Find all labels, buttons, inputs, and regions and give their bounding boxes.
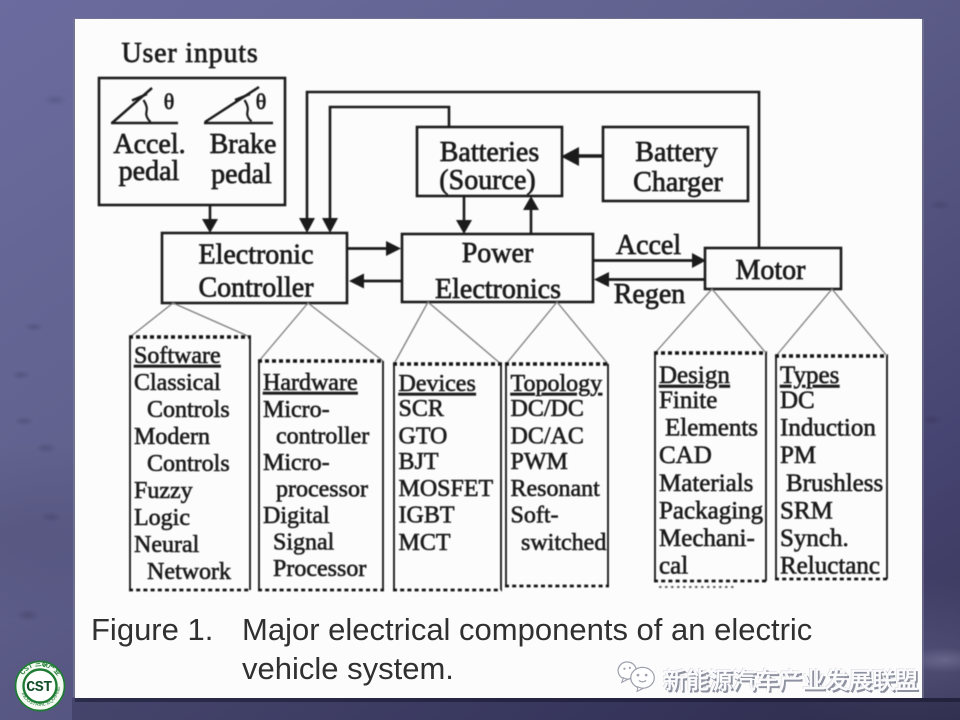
svg-text:Controls: Controls bbox=[147, 451, 230, 477]
svg-text:Hardware: Hardware bbox=[263, 370, 358, 396]
svg-text:Soft-: Soft- bbox=[511, 503, 559, 529]
svg-text:Charger: Charger bbox=[633, 167, 723, 198]
svg-text:Micro-: Micro- bbox=[263, 450, 330, 476]
svg-text:Software: Software bbox=[134, 343, 221, 369]
svg-text:IGBT: IGBT bbox=[399, 503, 455, 529]
svg-text:pedal: pedal bbox=[119, 156, 180, 187]
svg-text:Topology: Topology bbox=[511, 371, 603, 397]
svg-text:Neural: Neural bbox=[134, 532, 200, 558]
svg-text:Signal: Signal bbox=[273, 530, 335, 556]
svg-text:Network: Network bbox=[147, 559, 231, 585]
svg-text:Types: Types bbox=[780, 362, 839, 389]
svg-text:CST: CST bbox=[26, 679, 52, 696]
svg-text:MOSFET: MOSFET bbox=[399, 476, 494, 502]
svg-text:Reluctanc: Reluctanc bbox=[780, 553, 880, 580]
svg-text:Electronic: Electronic bbox=[198, 240, 313, 271]
svg-text:PWM: PWM bbox=[511, 449, 568, 475]
svg-text:Regen: Regen bbox=[614, 279, 686, 310]
svg-text:Batteries: Batteries bbox=[440, 137, 540, 168]
svg-text:Materials: Materials bbox=[659, 470, 753, 497]
svg-text:Synch.: Synch. bbox=[780, 525, 849, 552]
svg-text:Packaging: Packaging bbox=[659, 497, 764, 524]
svg-text:Electronics: Electronics bbox=[435, 274, 561, 305]
svg-text:Devices: Devices bbox=[399, 371, 476, 397]
svg-text:BJT: BJT bbox=[399, 449, 439, 475]
svg-text:Resonant: Resonant bbox=[511, 476, 601, 502]
svg-text:Accel: Accel bbox=[616, 230, 682, 261]
svg-text:Controls: Controls bbox=[147, 397, 230, 423]
svg-text:Accel.: Accel. bbox=[113, 129, 185, 160]
svg-text:DC: DC bbox=[780, 387, 815, 414]
svg-text:Digital: Digital bbox=[263, 503, 330, 529]
svg-text:controller: controller bbox=[276, 424, 369, 450]
svg-text:Logic: Logic bbox=[134, 505, 190, 531]
svg-text:Modern: Modern bbox=[134, 424, 210, 450]
svg-text:Induction: Induction bbox=[780, 415, 876, 442]
svg-text:SRM: SRM bbox=[780, 497, 833, 524]
svg-text:Brushless: Brushless bbox=[786, 470, 883, 497]
svg-text:Power: Power bbox=[462, 238, 534, 269]
svg-text:(Source): (Source) bbox=[439, 165, 535, 196]
svg-text:switched: switched bbox=[521, 530, 606, 556]
svg-text:pedal: pedal bbox=[211, 159, 272, 190]
svg-text:Brake: Brake bbox=[210, 129, 277, 160]
svg-text:DC/AC: DC/AC bbox=[511, 424, 584, 450]
svg-text:cal: cal bbox=[659, 553, 688, 580]
svg-text:PM: PM bbox=[780, 442, 816, 469]
svg-text:MCT: MCT bbox=[399, 530, 451, 556]
svg-text:Classical: Classical bbox=[134, 370, 221, 396]
svg-text:Elements: Elements bbox=[665, 415, 758, 442]
svg-text:SCR: SCR bbox=[399, 396, 444, 422]
svg-text:Motor: Motor bbox=[736, 255, 807, 286]
svg-text:Processor: Processor bbox=[273, 556, 366, 582]
svg-text:User inputs: User inputs bbox=[121, 38, 258, 69]
svg-text:GTO: GTO bbox=[399, 424, 448, 450]
svg-text:processor: processor bbox=[276, 477, 368, 503]
svg-text:CAD: CAD bbox=[659, 442, 712, 469]
svg-text:Battery: Battery bbox=[635, 137, 717, 168]
svg-text:Controller: Controller bbox=[198, 273, 314, 304]
svg-text:Finite: Finite bbox=[659, 387, 717, 414]
svg-text:Fuzzy: Fuzzy bbox=[134, 478, 193, 504]
svg-text:Design: Design bbox=[659, 362, 730, 389]
svg-text:θ: θ bbox=[164, 89, 175, 114]
svg-text:θ: θ bbox=[256, 89, 267, 114]
svg-text:Mechani-: Mechani- bbox=[659, 525, 755, 552]
svg-text:Micro-: Micro- bbox=[263, 397, 330, 423]
svg-text:DC/DC: DC/DC bbox=[511, 396, 584, 422]
